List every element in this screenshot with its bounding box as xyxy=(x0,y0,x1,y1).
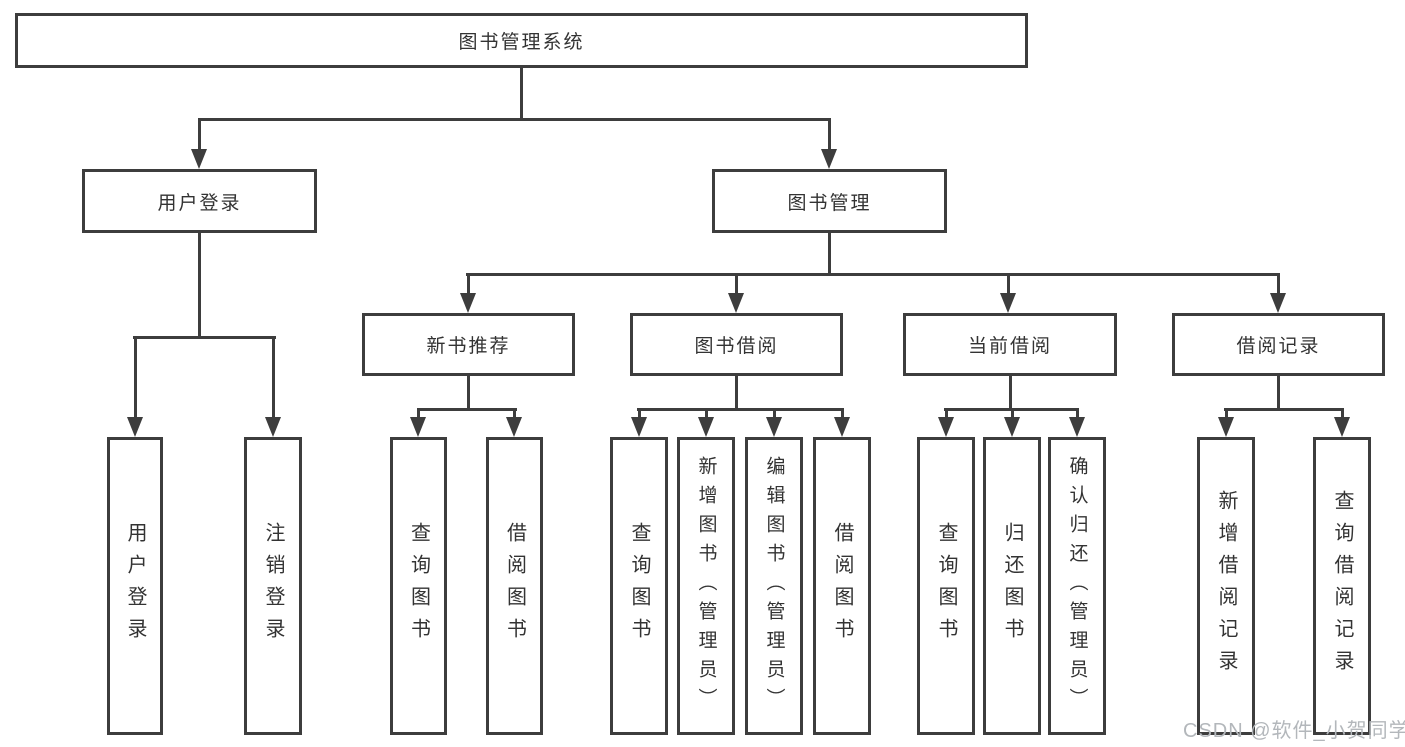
connector-arrow-shaft xyxy=(1076,408,1079,420)
leaf-logout-login: 注销登录 xyxy=(244,437,302,735)
node-borrow-records: 借阅记录 xyxy=(1172,313,1385,376)
connector-arrow-shaft-leaf-logout xyxy=(272,336,275,417)
arrow-down-icon xyxy=(506,417,522,437)
arrow-down-icon xyxy=(127,417,143,437)
connector-arrow-shaft xyxy=(513,408,516,420)
node-user-login: 用户登录 xyxy=(82,169,317,233)
connector-sectionA-bar xyxy=(417,408,517,411)
leaf-return-book-label: 归还图书 xyxy=(1001,522,1023,650)
connector-arrow-shaft-current-borrow xyxy=(1007,273,1010,293)
connector-root-stub xyxy=(520,68,523,118)
connector-arrow-shaft-book-mgmt xyxy=(828,118,831,149)
leaf-user-login: 用户登录 xyxy=(107,437,163,735)
leaf-query-borrow-record-label: 查询借阅记录 xyxy=(1331,490,1353,682)
arrow-down-icon xyxy=(834,417,850,437)
leaf-query-book-2-label: 查询图书 xyxy=(628,522,650,650)
connector-arrow-shaft xyxy=(1225,408,1228,420)
arrow-down-icon xyxy=(265,417,281,437)
leaf-edit-book-admin: 编辑图书（管理员） xyxy=(745,437,803,735)
connector-arrow-shaft-user-login xyxy=(198,118,201,149)
connector-arrow-shaft xyxy=(705,408,708,420)
arrow-down-icon xyxy=(938,417,954,437)
arrow-down-icon xyxy=(821,149,837,169)
node-current-borrow: 当前借阅 xyxy=(903,313,1117,376)
connector-sectionD-stub xyxy=(1277,376,1280,411)
arrow-down-icon xyxy=(1000,293,1016,313)
arrow-down-icon xyxy=(1218,417,1234,437)
connector-user-login-stub xyxy=(198,233,201,339)
connector-level2-bar xyxy=(466,273,1280,276)
connector-sectionD-bar xyxy=(1224,408,1344,411)
leaf-borrow-book-1-label: 借阅图书 xyxy=(503,522,526,650)
leaf-user-login-label: 用户登录 xyxy=(124,522,146,650)
connector-sectionB-bar xyxy=(637,408,844,411)
node-book-management-label: 图书管理 xyxy=(787,192,872,214)
leaf-query-book-1: 查询图书 xyxy=(390,437,447,735)
node-current-borrow-label: 当前借阅 xyxy=(967,336,1052,357)
connector-arrow-shaft xyxy=(945,408,948,420)
leaf-query-book-1-label: 查询图书 xyxy=(407,522,430,650)
connector-level1-bar xyxy=(198,118,831,121)
leaf-add-book-admin: 新增图书（管理员） xyxy=(677,437,735,735)
connector-sectionB-stub xyxy=(735,376,738,411)
node-book-management: 图书管理 xyxy=(712,169,947,233)
connector-arrow-shaft xyxy=(773,408,776,420)
connector-arrow-shaft xyxy=(1011,408,1014,420)
connector-arrow-shaft-leaf-user-login xyxy=(134,336,137,417)
node-book-borrow-label: 图书借阅 xyxy=(694,336,779,357)
leaf-query-book-3: 查询图书 xyxy=(917,437,975,735)
leaf-borrow-book-1: 借阅图书 xyxy=(486,437,543,735)
connector-sectionC-stub xyxy=(1009,376,1012,411)
connector-arrow-shaft-borrow-records xyxy=(1277,273,1280,293)
connector-arrow-shaft xyxy=(1341,408,1344,420)
node-book-borrow: 图书借阅 xyxy=(630,313,843,376)
arrow-down-icon xyxy=(1004,417,1020,437)
watermark-text: CSDN @软件_小贺同学 xyxy=(1183,720,1405,742)
connector-arrow-shaft xyxy=(638,408,641,420)
arrow-down-icon xyxy=(631,417,647,437)
leaf-query-borrow-record: 查询借阅记录 xyxy=(1313,437,1371,735)
leaf-edit-book-admin-label: 编辑图书（管理员） xyxy=(763,455,785,717)
leaf-return-book: 归还图书 xyxy=(983,437,1041,735)
leaf-add-borrow-record-label: 新增借阅记录 xyxy=(1215,490,1237,682)
connector-arrow-shaft xyxy=(417,408,420,420)
arrow-down-icon xyxy=(1270,293,1286,313)
node-root-label: 图书管理系统 xyxy=(458,32,585,53)
leaf-borrow-book-2-label: 借阅图书 xyxy=(831,522,853,650)
connector-arrow-shaft xyxy=(841,408,844,420)
connector-book-mgmt-stub xyxy=(828,233,831,276)
arrow-down-icon xyxy=(766,417,782,437)
leaf-query-book-3-label: 查询图书 xyxy=(935,522,957,650)
connector-arrow-shaft-book-borrow xyxy=(735,273,738,293)
node-borrow-records-label: 借阅记录 xyxy=(1236,336,1321,357)
connector-sectionA-stub xyxy=(467,376,470,411)
arrow-down-icon xyxy=(1334,417,1350,437)
leaf-borrow-book-2: 借阅图书 xyxy=(813,437,871,735)
leaf-confirm-return-admin: 确认归还（管理员） xyxy=(1048,437,1106,735)
node-user-login-label: 用户登录 xyxy=(157,192,242,214)
arrow-down-icon xyxy=(460,293,476,313)
leaf-add-borrow-record: 新增借阅记录 xyxy=(1197,437,1255,735)
arrow-down-icon xyxy=(728,293,744,313)
arrow-down-icon xyxy=(410,417,426,437)
arrow-down-icon xyxy=(1069,417,1085,437)
node-new-book-recommend-label: 新书推荐 xyxy=(426,336,511,357)
leaf-logout-login-label: 注销登录 xyxy=(262,522,284,650)
leaf-add-book-admin-label: 新增图书（管理员） xyxy=(695,455,717,717)
leaf-query-book-2: 查询图书 xyxy=(610,437,668,735)
node-new-book-recommend: 新书推荐 xyxy=(362,313,575,376)
arrow-down-icon xyxy=(191,149,207,169)
connector-user-login-bar xyxy=(133,336,276,339)
connector-arrow-shaft-new-book xyxy=(467,273,470,293)
leaf-confirm-return-admin-label: 确认归还（管理员） xyxy=(1066,455,1088,717)
node-root: 图书管理系统 xyxy=(15,13,1028,68)
arrow-down-icon xyxy=(698,417,714,437)
